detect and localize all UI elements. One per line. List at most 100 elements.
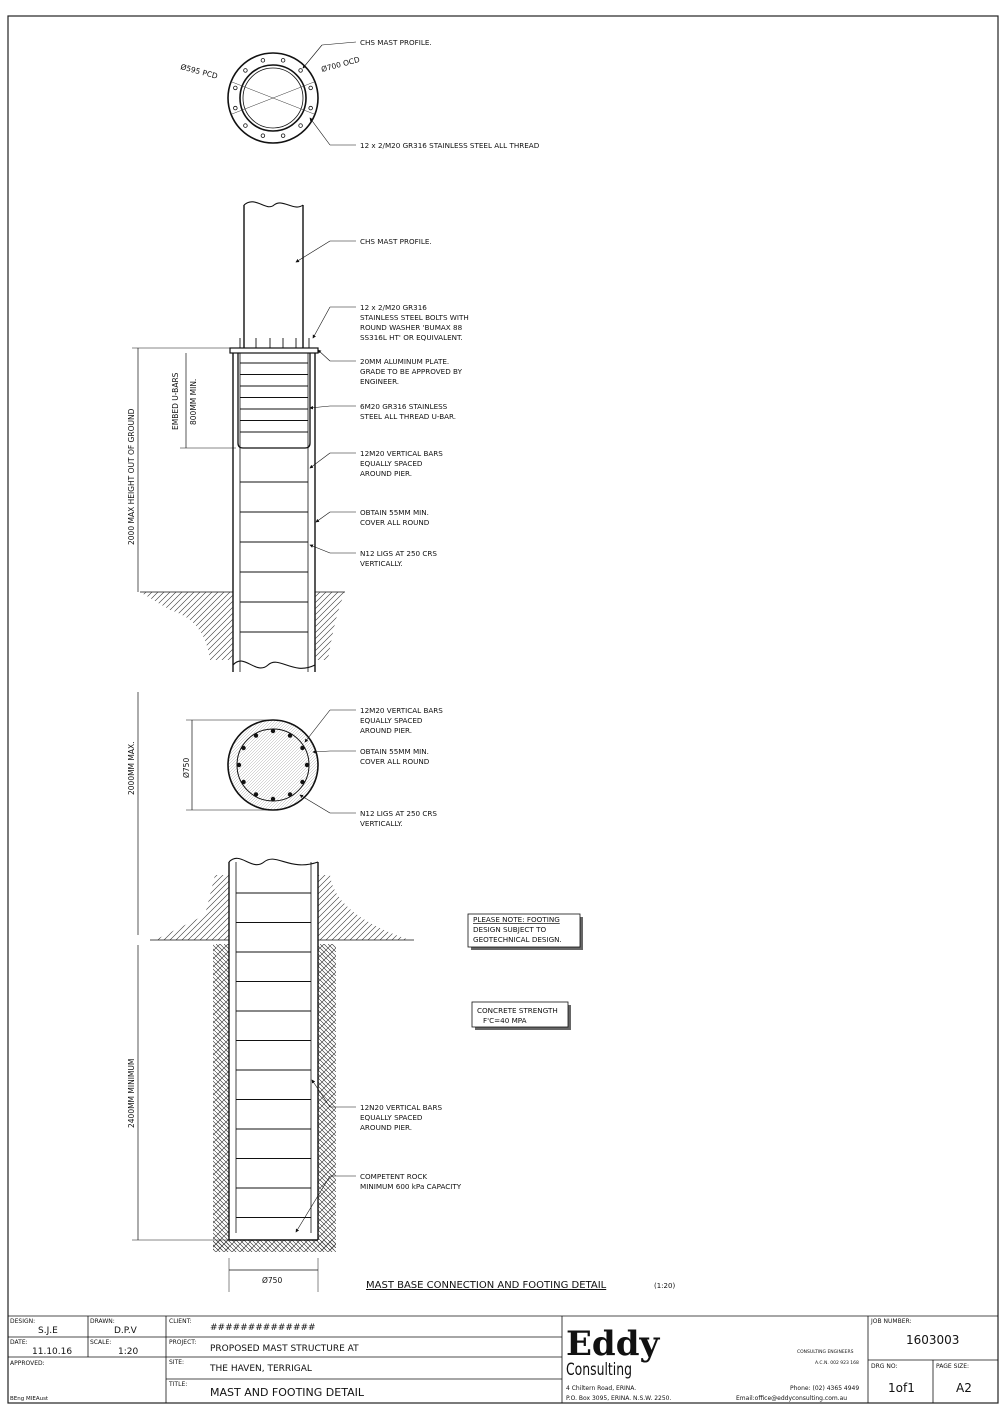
- date-label: DATE:: [10, 1339, 28, 1346]
- approved-value: BEng MIEAust: [10, 1396, 49, 1402]
- leader-line: [311, 1079, 331, 1108]
- site-value: THE HAVEN, TERRIGAL: [209, 1364, 312, 1374]
- note-line: 12M20 VERTICAL BARS: [360, 449, 443, 458]
- note-line: 12N20 VERTICAL BARS: [360, 1103, 442, 1112]
- note-line: STEEL ALL THREAD U-BAR.: [360, 412, 456, 421]
- note-line: 6M20 GR316 STAINLESS: [360, 402, 448, 411]
- note-line: MINIMUM 600 kPa CAPACITY: [360, 1182, 462, 1191]
- height-dim-label: 2000 MAX HEIGHT OUT OF GROUND: [127, 408, 136, 545]
- elevation-notes: CHS MAST PROFILE. 12 x 2/M20 GR316STAINLE…: [295, 237, 469, 568]
- note-line: 20MM ALUMINUM PLATE.: [360, 357, 449, 366]
- note-line: N12 LIGS AT 250 CRS: [360, 809, 437, 818]
- address-line-2: P.O. Box 3095, ERINA. N.S.W. 2250.: [566, 1395, 672, 1402]
- note-line: ENGINEER.: [360, 377, 399, 386]
- footing-elevation: Ø750 2400MM MINIMUM: [127, 857, 414, 1292]
- note-line: VERTICALLY.: [360, 559, 403, 568]
- note-line: ROUND WASHER 'BUMAX 88: [360, 323, 463, 332]
- design-value: S.J.E: [38, 1326, 58, 1336]
- note-line: EQUALLY SPACED: [360, 716, 423, 725]
- drawing-scale: (1:20): [654, 1282, 675, 1290]
- embed-dim-label-1: EMBED U-BARS: [171, 372, 180, 430]
- note-line: STAINLESS STEEL BOLTS WITH: [360, 313, 469, 322]
- dim-2000-label: 2000MM MAX.: [127, 741, 136, 795]
- scale-value: 1:20: [118, 1347, 138, 1357]
- leader-line: [312, 306, 331, 339]
- site-label: SITE:: [169, 1359, 184, 1366]
- leader-line: [309, 544, 331, 554]
- design-label: DESIGN:: [10, 1318, 35, 1325]
- bolt-hole: [298, 68, 303, 73]
- bolt-hole: [243, 123, 248, 128]
- note-line: SS316L HT' OR EQUIVALENT.: [360, 333, 463, 342]
- client-label: CLIENT:: [169, 1318, 192, 1325]
- vertical-bar: [300, 745, 305, 751]
- please-note-line-2: DESIGN SUBJECT TO: [473, 925, 546, 934]
- concrete-line-1: CONCRETE STRENGTH: [477, 1006, 558, 1015]
- leader-line: [315, 511, 331, 523]
- bolt-hole: [298, 123, 303, 128]
- concrete-strength-box: CONCRETE STRENGTH F'C=40 MPA: [471, 1001, 571, 1030]
- page-size-value: A2: [956, 1381, 972, 1395]
- note-line: EQUALLY SPACED: [360, 1113, 423, 1122]
- job-number-label: JOB NUMBER:: [870, 1318, 912, 1325]
- plan-callout-thread: 12 x 2/M20 GR316 STAINLESS STEEL ALL THR…: [360, 141, 540, 150]
- vertical-bar: [241, 745, 246, 751]
- title-block-text: DESIGN: S.J.E DRAWN: D.P.V DATE: 11.10.1…: [10, 1318, 972, 1402]
- bolt-hole: [233, 85, 238, 91]
- mast-plan-view: Ø595 PCD Ø700 OCD CHS MAST PROFILE. 12 x…: [179, 38, 539, 150]
- brand-logo-consulting: Consulting: [566, 1360, 632, 1380]
- vertical-bar: [236, 762, 242, 768]
- drawn-label: DRAWN:: [90, 1318, 115, 1325]
- vertical-bar: [287, 792, 293, 797]
- note-line: VERTICALLY.: [360, 819, 403, 828]
- vertical-bar: [287, 733, 293, 738]
- title-block: [8, 1315, 998, 1403]
- project-value: PROPOSED MAST STRUCTURE AT: [210, 1344, 359, 1354]
- note-line: 12 x 2/M20 GR316: [360, 303, 427, 312]
- leader-line: [304, 709, 331, 743]
- note-line: 12M20 VERTICAL BARS: [360, 706, 443, 715]
- concrete-line-2: F'C=40 MPA: [483, 1016, 527, 1025]
- vertical-bar: [270, 728, 276, 734]
- note-line: EQUALLY SPACED: [360, 459, 423, 468]
- note-line: GRADE TO BE APPROVED BY: [360, 367, 463, 376]
- footing-dim-label: Ø750: [262, 1276, 282, 1285]
- mast-elevation: 2000 MAX HEIGHT OUT OF GROUND EMBED U-BA…: [127, 201, 345, 672]
- note-line: COVER ALL ROUND: [360, 757, 430, 766]
- note-line: COMPETENT ROCK: [360, 1172, 427, 1181]
- project-label: PROJECT:: [169, 1339, 196, 1346]
- acn-number: A.C.N. 002 923 168: [815, 1360, 859, 1366]
- bolt-hole: [260, 133, 266, 138]
- sheet-border: [7, 15, 999, 1404]
- note-line: AROUND PIER.: [360, 469, 412, 478]
- bolt-hole: [233, 105, 238, 111]
- pier-section: Ø750: [182, 719, 319, 811]
- bolt-hole: [308, 105, 313, 111]
- vertical-bar: [241, 779, 246, 785]
- note-line: OBTAIN 55MM MIN.: [360, 747, 429, 756]
- leader-line: [317, 349, 331, 362]
- vertical-bar: [300, 779, 305, 785]
- bolt-hole: [308, 85, 313, 91]
- please-note-line-1: PLEASE NOTE: FOOTING: [473, 915, 560, 924]
- note-line: AROUND PIER.: [360, 726, 412, 735]
- note-line: AROUND PIER.: [360, 1123, 412, 1132]
- drg-no-value: 1of1: [888, 1381, 915, 1395]
- email: Email:office@eddyconsulting.com.au: [736, 1395, 847, 1402]
- leader-line: [299, 794, 331, 814]
- vertical-bar: [253, 733, 259, 738]
- vertical-bar: [304, 762, 310, 768]
- leader-line: [312, 750, 331, 754]
- consulting-engineers: CONSULTING ENGINEERS: [797, 1349, 854, 1355]
- note-line: COVER ALL ROUND: [360, 518, 430, 527]
- dim-2400-label: 2400MM MINIMUM: [127, 1059, 136, 1128]
- drawing-title: MAST BASE CONNECTION AND FOOTING DETAIL: [366, 1280, 607, 1291]
- note-line: CHS MAST PROFILE.: [360, 237, 432, 246]
- address-line-1: 4 Chiltern Road, ERINA.: [566, 1385, 636, 1392]
- client-value: ##############: [210, 1323, 316, 1333]
- leader-line: [309, 405, 331, 410]
- please-note-line-3: GEOTECHNICAL DESIGN.: [473, 935, 562, 944]
- leader-line: [295, 240, 331, 263]
